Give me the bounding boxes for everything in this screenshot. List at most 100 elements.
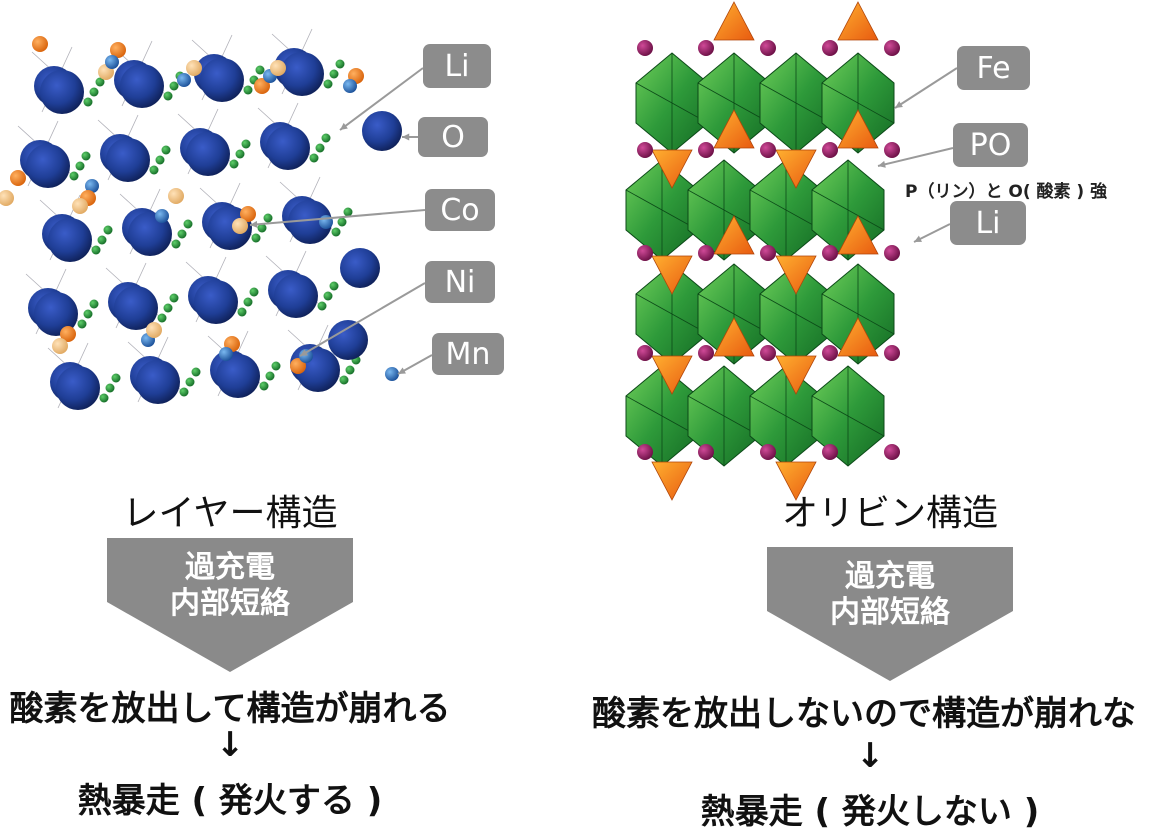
- layered-crystal-structure: [0, 28, 402, 410]
- leader-arrowhead: [250, 220, 258, 228]
- li-atom: [323, 79, 333, 89]
- metal-atom: [105, 55, 119, 69]
- metal-atom: [32, 36, 48, 52]
- oxygen-atom: [120, 64, 164, 108]
- leader-line: [249, 209, 426, 226]
- li-atom-purple: [822, 245, 838, 261]
- li-atom: [343, 207, 353, 217]
- po4-tetrahedron: [775, 255, 817, 295]
- label-li-right: Li: [950, 201, 1026, 245]
- po4-tetrahedron: [837, 215, 879, 255]
- li-atom-purple: [698, 444, 714, 460]
- octahedron-edge: [635, 82, 709, 124]
- li-atom: [75, 161, 85, 171]
- metal-atom: [385, 367, 399, 381]
- metal-atom: [168, 188, 184, 204]
- li-atom: [315, 143, 325, 153]
- po-bond-note: P（リン）と O( 酸素 ) 強: [905, 182, 1108, 202]
- li-atom: [335, 59, 345, 69]
- right-condition-line2: 内部短絡: [830, 595, 950, 630]
- octahedron-edge: [697, 82, 771, 124]
- li-atom: [241, 139, 251, 149]
- metal-atom: [240, 206, 256, 222]
- li-atom-purple: [884, 40, 900, 56]
- olivine-crystal-structure: [625, 1, 900, 501]
- metal-atom: [85, 179, 99, 193]
- li-atom: [77, 319, 87, 329]
- oxygen-atom: [56, 366, 100, 410]
- li-atom-purple: [884, 245, 900, 261]
- li-atom-purple: [637, 40, 653, 56]
- oxygen-atom: [200, 58, 244, 102]
- po4-tetrahedron: [651, 461, 693, 501]
- li-atom: [229, 159, 239, 169]
- left-condition-text: 過充電 内部短絡: [170, 550, 290, 622]
- li-atom: [191, 367, 201, 377]
- octahedron-edge: [821, 293, 895, 335]
- octahedron-edge: [687, 189, 761, 231]
- metal-atom: [10, 170, 26, 186]
- li-atom: [257, 223, 267, 233]
- li-atom: [235, 149, 245, 159]
- leader-arrowhead: [300, 349, 308, 356]
- octahedron-edge: [635, 293, 709, 335]
- leader-line: [339, 67, 424, 131]
- li-atom: [157, 313, 167, 323]
- octahedron-edge: [687, 395, 761, 437]
- label-po: PO: [953, 123, 1028, 167]
- li-atom: [155, 155, 165, 165]
- po4-tetrahedron: [775, 149, 817, 189]
- li-atom: [263, 213, 273, 223]
- li-atom: [169, 293, 179, 303]
- li-atom: [95, 77, 105, 87]
- li-atom: [163, 91, 173, 101]
- oxygen-atom: [288, 200, 332, 244]
- li-atom: [265, 371, 275, 381]
- li-atom: [237, 307, 247, 317]
- right-outcome-text: 熱暴走 ( 発火しない ): [700, 792, 1040, 832]
- li-atom: [329, 69, 339, 79]
- oxygen-atom: [266, 126, 310, 170]
- li-atom: [99, 393, 109, 403]
- octahedron-edge: [749, 395, 823, 437]
- li-atom-purple: [884, 444, 900, 460]
- li-atom: [89, 299, 99, 309]
- left-condition-funnel: [107, 538, 353, 672]
- li-atom-purple: [637, 245, 653, 261]
- metal-atom: [72, 198, 88, 214]
- li-atom: [183, 219, 193, 229]
- octahedron-edge: [811, 395, 885, 437]
- left-down-arrow: ↓: [215, 725, 245, 765]
- li-atom-purple: [760, 245, 776, 261]
- oxygen-atom: [48, 218, 92, 262]
- li-atom-purple: [760, 142, 776, 158]
- oxygen-atom: [186, 132, 230, 176]
- li-atom: [149, 165, 159, 175]
- leader-arrowhead: [895, 101, 903, 108]
- octahedron-edge: [749, 189, 823, 231]
- octahedron-edge: [697, 293, 771, 335]
- oxygen-atom-reference: [362, 111, 402, 151]
- metal-atom: [343, 79, 357, 93]
- li-atom: [83, 97, 93, 107]
- li-atom-purple: [822, 345, 838, 361]
- leader-arrowhead: [398, 367, 406, 374]
- right-result-text: 酸素を放出しないので構造が崩れな: [592, 694, 1136, 734]
- right-condition-line1: 過充電: [845, 559, 935, 594]
- label-ni: Ni: [425, 261, 495, 303]
- li-atom: [243, 85, 253, 95]
- label-mn: Mn: [432, 333, 504, 375]
- li-atom-purple: [698, 245, 714, 261]
- left-condition-line1: 過充電: [185, 550, 275, 585]
- metal-atom: [254, 78, 270, 94]
- label-leader-lines: [249, 67, 958, 375]
- li-atom: [271, 361, 281, 371]
- li-atom: [169, 81, 179, 91]
- metal-atom: [177, 73, 191, 87]
- metal-atom: [52, 338, 68, 354]
- oxygen-atom: [114, 286, 158, 330]
- li-atom-purple: [637, 345, 653, 361]
- metal-atom: [146, 322, 162, 338]
- li-atom: [177, 229, 187, 239]
- leader-arrowhead: [914, 235, 922, 242]
